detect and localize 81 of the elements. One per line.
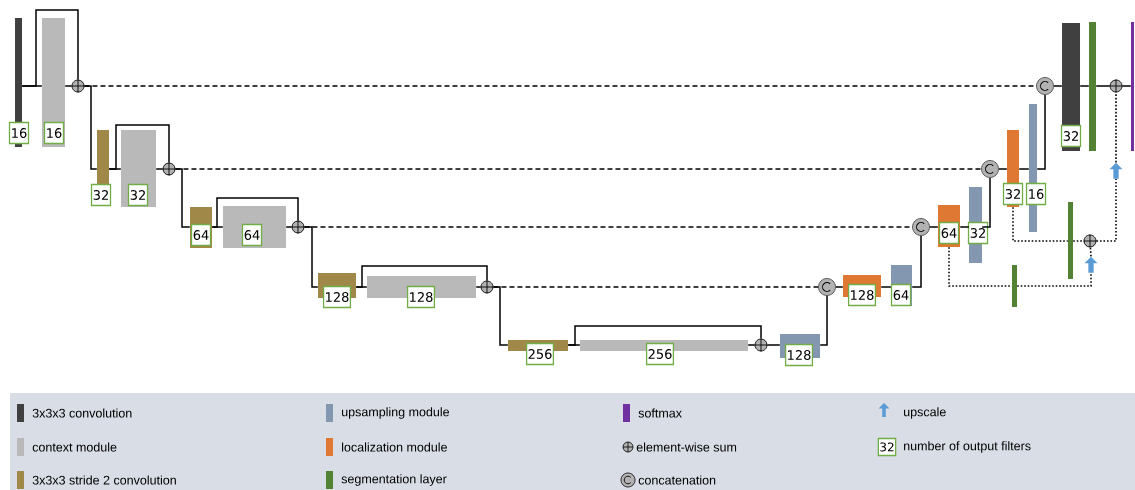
concatenation-symbol xyxy=(981,160,999,178)
connector-line xyxy=(21,9,79,87)
skip-connection xyxy=(174,168,982,170)
filter-count-box: 128 xyxy=(406,285,436,309)
filter-count-box: 128 xyxy=(322,285,352,309)
dotted-connector xyxy=(1072,240,1085,242)
connector-line xyxy=(819,295,828,346)
connector-line xyxy=(1095,85,1111,87)
sum-symbol xyxy=(291,220,305,234)
legend-label: concatenation xyxy=(638,475,716,485)
connector-line xyxy=(567,325,762,346)
filter-count-box: 16 xyxy=(8,121,30,145)
segmentation-bar xyxy=(1089,22,1096,151)
filter-count-box: 256 xyxy=(645,342,675,366)
connector-line xyxy=(1121,85,1132,87)
filter-count-box: 32 xyxy=(1002,182,1024,206)
connector-line xyxy=(1036,94,1046,170)
filter-count-box: 32 xyxy=(127,183,149,207)
dotted-connector xyxy=(1089,246,1092,258)
skip-connection xyxy=(492,286,819,288)
connector-line xyxy=(929,226,939,228)
softmax-bar xyxy=(1131,22,1134,151)
connector-line xyxy=(285,226,293,228)
upscale-arrow-icon xyxy=(1109,162,1123,179)
legend-label: element-wise sum xyxy=(636,442,737,452)
sum-symbol xyxy=(1083,234,1097,248)
filter-count-box: 256 xyxy=(525,342,555,366)
connector-line xyxy=(959,226,970,228)
legend-label: context module xyxy=(32,442,117,452)
filter-count-box: 32 xyxy=(967,221,989,245)
dotted-connector xyxy=(1115,91,1117,164)
connector-line xyxy=(1079,85,1090,87)
filter-count-box: 64 xyxy=(890,283,912,307)
legend-label: localization module xyxy=(342,442,447,452)
filter-count-box: 32 xyxy=(90,183,112,207)
filter-count-box: 64 xyxy=(190,223,212,247)
legend-label: number of output filters xyxy=(904,441,1031,453)
legend-label: segmentation layer xyxy=(341,474,447,486)
filter-count-box: 128 xyxy=(784,343,814,367)
upscale-arrow-icon xyxy=(1084,256,1098,273)
connector-line xyxy=(766,344,781,346)
segmentation-bar xyxy=(1068,202,1073,279)
connector-line xyxy=(880,286,892,288)
concatenation-symbol xyxy=(912,218,930,236)
concatenation-symbol xyxy=(1036,77,1054,95)
sum-symbol xyxy=(754,338,768,352)
connector-line xyxy=(981,177,991,228)
connector-line xyxy=(911,235,922,288)
sum-symbol xyxy=(71,79,85,93)
sum-symbol xyxy=(162,162,176,176)
connector-line xyxy=(155,168,164,170)
connector-line xyxy=(355,265,488,288)
sum-symbol xyxy=(480,280,494,294)
filter-count-box: 16 xyxy=(1025,182,1047,206)
filter-count-box: 32 xyxy=(877,437,897,457)
connector-line xyxy=(747,344,756,346)
connector-line xyxy=(998,168,1008,170)
filter-count-box: 64 xyxy=(241,223,263,247)
legend-label: 3x3x3 convolution xyxy=(32,408,132,418)
connector-line xyxy=(1018,168,1030,170)
connector-line xyxy=(1053,85,1063,87)
dotted-connector xyxy=(1016,272,1092,287)
sum-symbol xyxy=(1109,79,1123,93)
connector-line xyxy=(835,286,844,288)
dotted-connector xyxy=(1095,178,1117,242)
dotted-connector xyxy=(1012,206,1069,242)
connector-line xyxy=(211,197,299,228)
legend-label: softmax xyxy=(638,408,682,418)
connector-line xyxy=(108,124,170,170)
filter-count-box: 64 xyxy=(938,221,960,245)
dotted-connector xyxy=(948,246,1013,287)
legend-label: 3x3x3 stride 2 convolution xyxy=(32,475,176,485)
filter-count-box: 128 xyxy=(847,283,877,307)
legend-label: upsampling module xyxy=(342,407,449,419)
filter-count-box: 16 xyxy=(43,121,65,145)
concatenation-symbol xyxy=(818,278,836,296)
legend-label: upscale xyxy=(904,407,946,419)
segmentation-bar xyxy=(1012,265,1017,307)
connector-line xyxy=(64,85,73,87)
connector-line xyxy=(475,286,482,288)
filter-count-box: 32 xyxy=(1060,124,1082,148)
